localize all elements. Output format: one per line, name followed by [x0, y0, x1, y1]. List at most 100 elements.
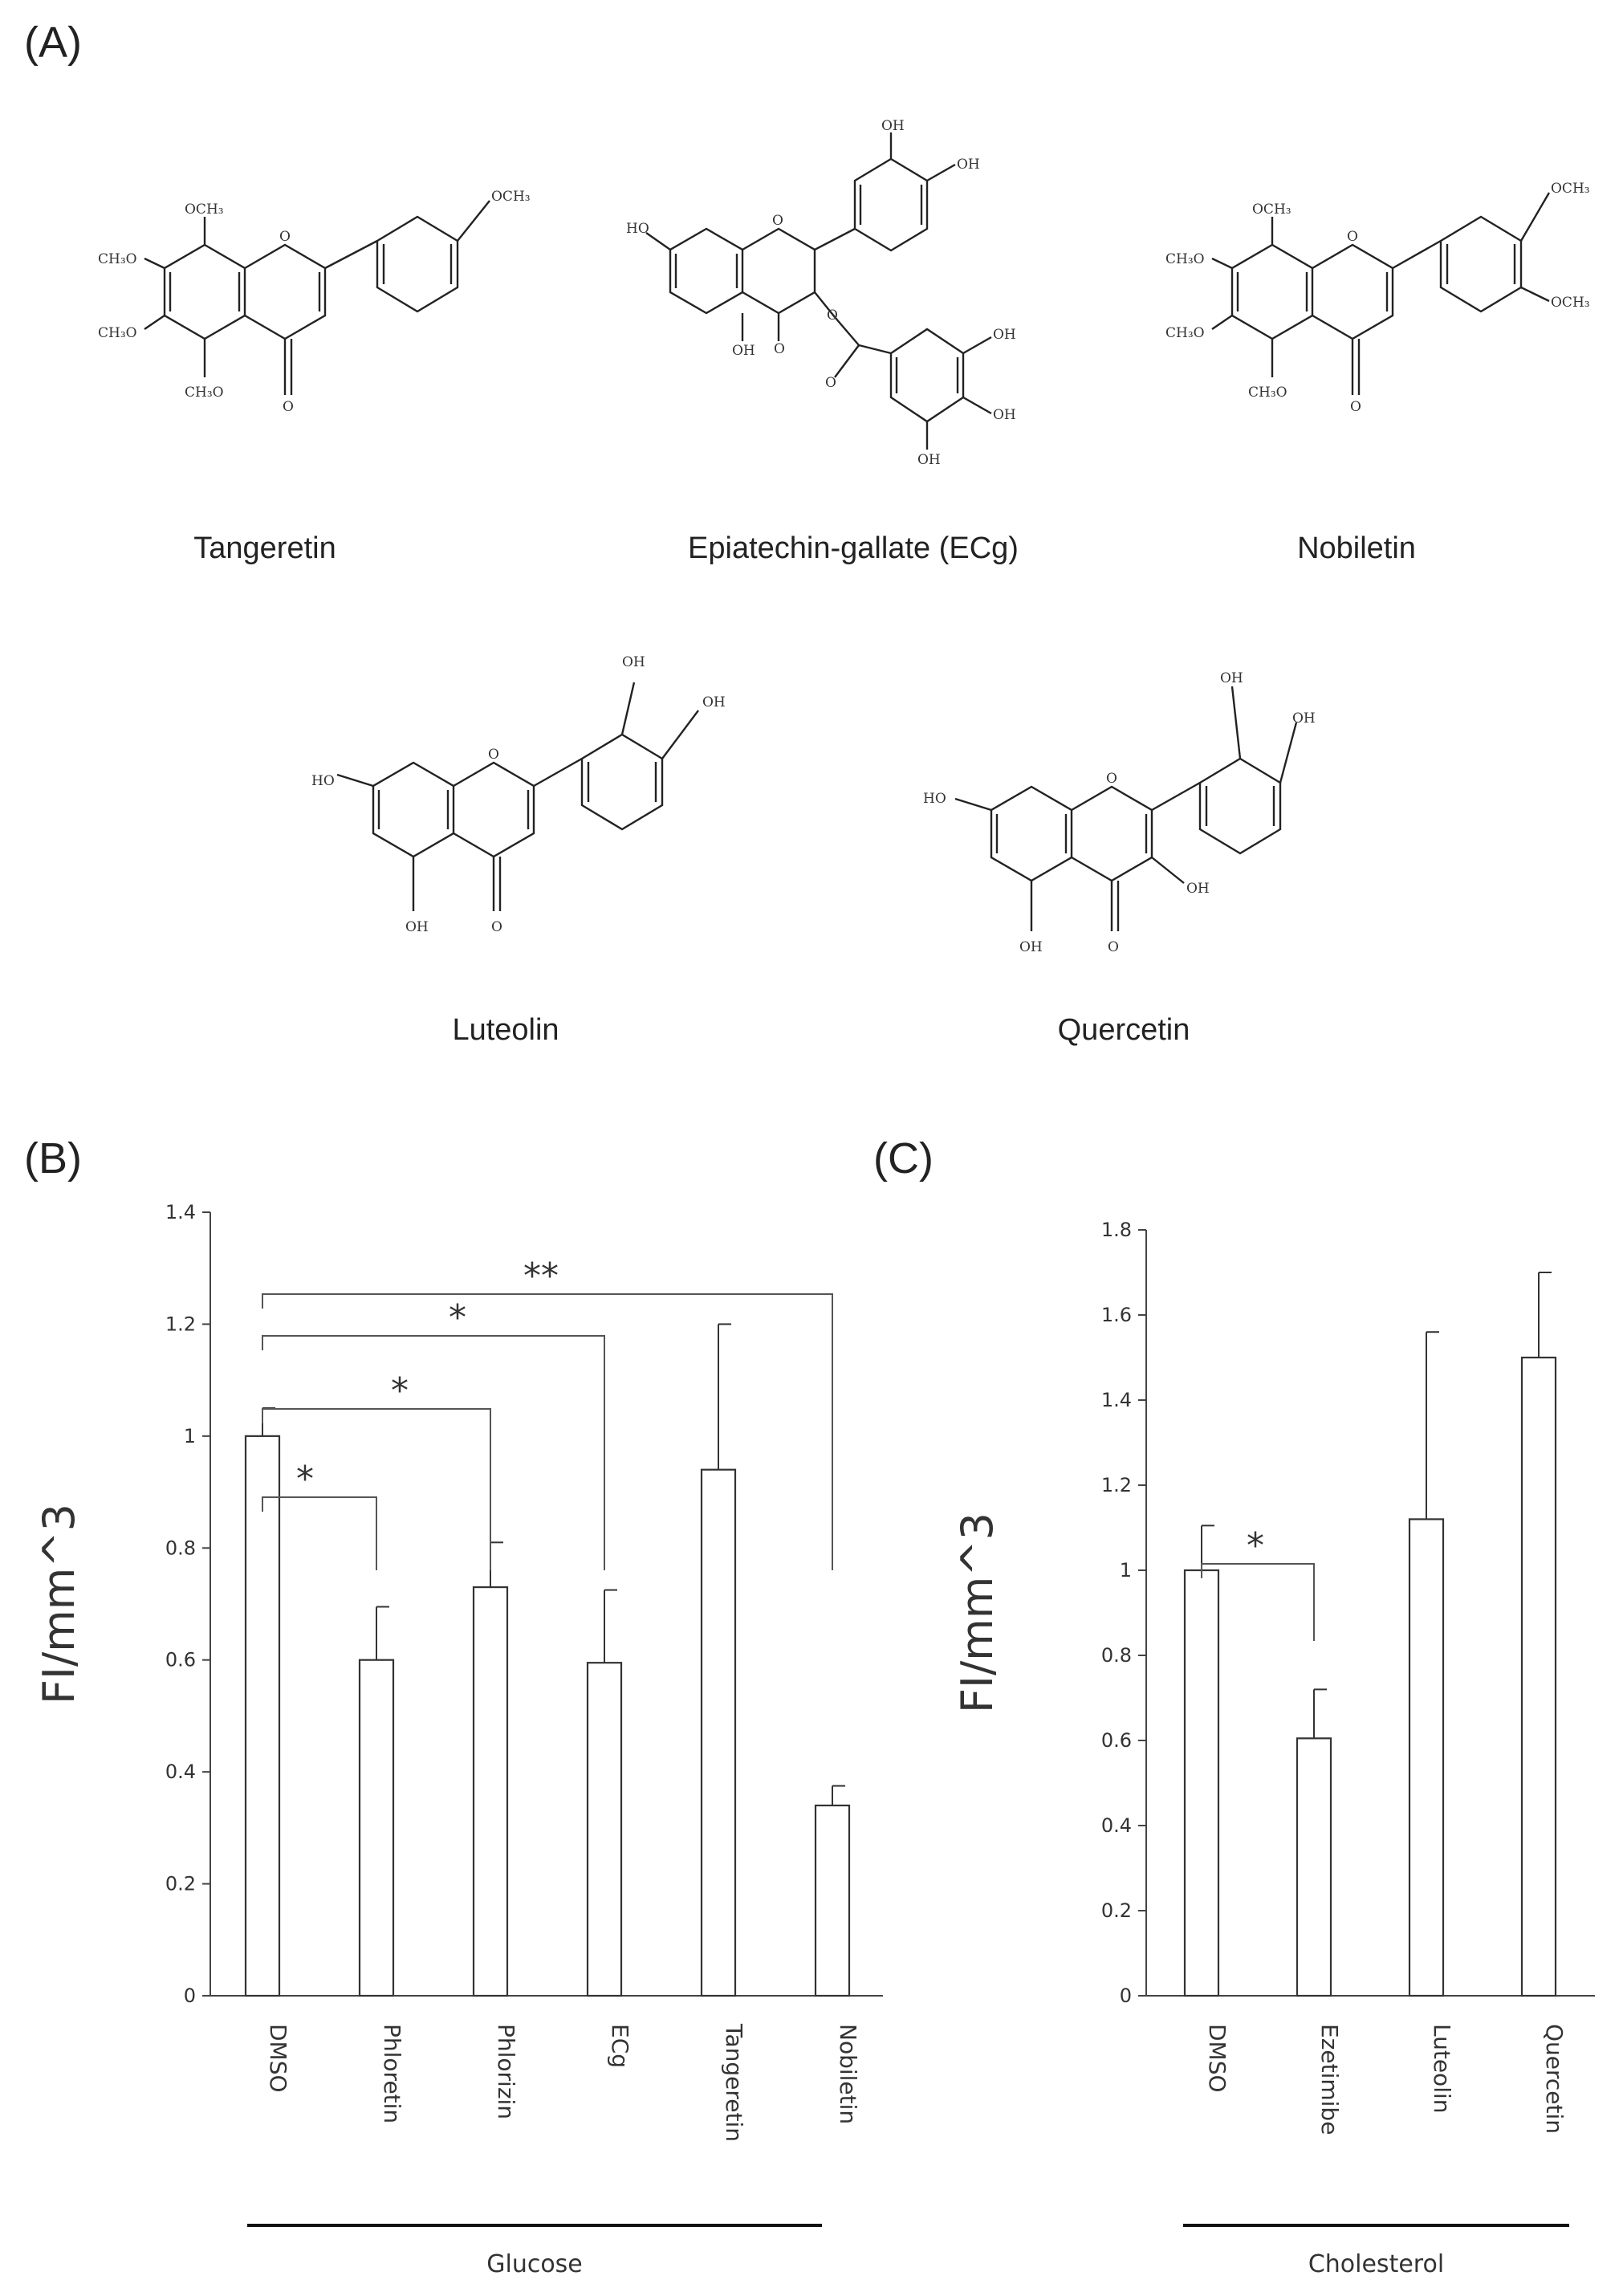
compound-name-luteolin: Luteolin: [452, 1013, 559, 1047]
y-tick-label: 0.8: [165, 1537, 196, 1559]
y-axis-label: FI/mm^3: [34, 1504, 84, 1704]
y-tick-label: 0.6: [165, 1649, 196, 1671]
ecg-o-c3: O: [774, 341, 785, 357]
panel-label-b: (B): [24, 1134, 82, 1183]
bar: [814, 1804, 851, 1997]
y-tick-label: 1.4: [165, 1201, 196, 1223]
ecg-oh-3p: OH: [881, 118, 905, 134]
tangeretin-ch3o-7: CH₃O: [98, 251, 137, 267]
compound-name-tangeretin: Tangeretin: [193, 531, 336, 565]
y-tick-label: 0.2: [165, 1873, 196, 1895]
ecg-structure: OH OH HO OH O O O O OH OH OH: [626, 118, 1016, 468]
significance-bracket: [262, 1408, 491, 1570]
category-label: DMSO: [265, 2024, 291, 2093]
category-label: Luteolin: [1429, 2024, 1455, 2114]
y-tick-label: 1.4: [1101, 1389, 1132, 1411]
luteolin-oh-5: OH: [405, 919, 429, 935]
y-tick-label: 0.2: [1101, 1899, 1132, 1922]
ecg-o-carbonyl: O: [825, 375, 836, 391]
ecg-oh-5: OH: [732, 343, 755, 359]
nobiletin-och3-3p: OCH₃: [1551, 181, 1590, 197]
significance-marker: **: [523, 1256, 559, 1297]
quercetin-structure: OH OH HO OH OH O O: [923, 670, 1316, 955]
panel-label-c: (C): [873, 1134, 934, 1183]
quercetin-o-ring: O: [1106, 771, 1117, 787]
category-label: Phloretin: [379, 2024, 405, 2123]
nobiletin-o-keto: O: [1350, 399, 1361, 415]
significance-marker: *: [449, 1297, 466, 1338]
y-tick-label: 0.4: [165, 1761, 196, 1783]
nobiletin-ch3o-5: CH₃O: [1248, 385, 1287, 401]
bar: [244, 1435, 281, 1997]
tangeretin-structure: OCH₃ OCH₃ CH₃O CH₃O CH₃O O O: [98, 189, 531, 415]
category-label: Phlorizin: [493, 2024, 519, 2119]
ecg-oh-g4: OH: [993, 407, 1016, 423]
tangeretin-och3-8: OCH₃: [185, 202, 224, 218]
bar: [1520, 1356, 1557, 1997]
tangeretin-o-keto: O: [283, 399, 294, 415]
quercetin-oh-3: OH: [1186, 881, 1210, 897]
structures-figure: OCH₃ OCH₃ CH₃O CH₃O CH₃O O O OH OH HO OH…: [98, 118, 1590, 955]
bar: [358, 1659, 395, 1997]
luteolin-oh-4p: OH: [702, 694, 726, 710]
bar: [586, 1662, 623, 1997]
y-tick-label: 1: [1120, 1559, 1132, 1582]
ecg-o-ester: O: [827, 307, 838, 324]
panel-label-a: (A): [24, 18, 82, 67]
quercetin-oh-5: OH: [1019, 939, 1043, 955]
y-tick-label: 0.8: [1101, 1644, 1132, 1667]
y-tick-label: 0.4: [1101, 1814, 1132, 1837]
tangeretin-och3-4p: OCH₃: [491, 189, 531, 205]
y-tick-label: 0: [1120, 1985, 1132, 2007]
tangeretin-ch3o-5: CH₃O: [185, 385, 224, 401]
ecg-oh-7: HO: [626, 221, 649, 237]
luteolin-structure: OH OH HO OH O O: [311, 654, 726, 935]
tangeretin-ch3o-6: CH₃O: [98, 325, 137, 341]
ecg-oh-g5: OH: [917, 452, 941, 468]
quercetin-oh-7: HO: [923, 791, 946, 807]
luteolin-oh-3p: OH: [622, 654, 645, 670]
category-label: Ezetimibe: [1316, 2024, 1343, 2135]
y-tick-label: 1.2: [1101, 1474, 1132, 1496]
nobiletin-structure: OCH₃ OCH₃ OCH₃ CH₃O CH₃O CH₃O O O: [1165, 181, 1590, 415]
compound-name-quercetin: Quercetin: [1057, 1013, 1190, 1047]
significance-bracket: [262, 1335, 605, 1570]
significance-marker: *: [296, 1459, 314, 1500]
tangeretin-o-ring: O: [279, 229, 291, 245]
y-tick-label: 1.8: [1101, 1219, 1132, 1241]
luteolin-o-ring: O: [488, 747, 499, 763]
nobiletin-ch3o-6: CH₃O: [1165, 325, 1205, 341]
nobiletin-och3-4p: OCH₃: [1551, 295, 1590, 311]
ecg-o-ring: O: [772, 213, 783, 229]
category-label: Quercetin: [1541, 2024, 1568, 2134]
quercetin-o-keto: O: [1108, 939, 1119, 955]
category-label: Nobiletin: [835, 2024, 861, 2124]
y-tick-label: 1.6: [1101, 1304, 1132, 1326]
bar: [1183, 1569, 1220, 1997]
luteolin-o-keto: O: [491, 919, 502, 935]
group-label: Cholesterol: [1308, 2250, 1444, 2278]
y-tick-label: 1.2: [165, 1313, 196, 1335]
y-tick-label: 1: [184, 1425, 196, 1447]
bar: [472, 1586, 509, 1997]
y-tick-label: 0.6: [1101, 1729, 1132, 1752]
nobiletin-ch3o-7: CH₃O: [1165, 251, 1205, 267]
compound-name-nobiletin: Nobiletin: [1297, 531, 1416, 565]
compound-name-ecg: Epiatechin-gallate (ECg): [688, 531, 1019, 565]
ecg-oh-g3: OH: [993, 327, 1016, 343]
category-label: Tangeretin: [721, 2023, 747, 2142]
significance-marker: *: [391, 1370, 409, 1411]
significance-bracket: [1201, 1563, 1315, 1641]
category-label: DMSO: [1204, 2024, 1230, 2093]
quercetin-oh-3p: OH: [1220, 670, 1243, 686]
nobiletin-o-ring: O: [1347, 229, 1358, 245]
bar: [700, 1468, 737, 1997]
luteolin-oh-7: HO: [311, 773, 335, 789]
group-label: Glucose: [486, 2250, 583, 2278]
nobiletin-och3-8: OCH₃: [1252, 202, 1291, 218]
significance-bracket: [262, 1293, 833, 1570]
y-tick-label: 0: [184, 1985, 196, 2007]
ecg-oh-4p: OH: [957, 157, 980, 173]
